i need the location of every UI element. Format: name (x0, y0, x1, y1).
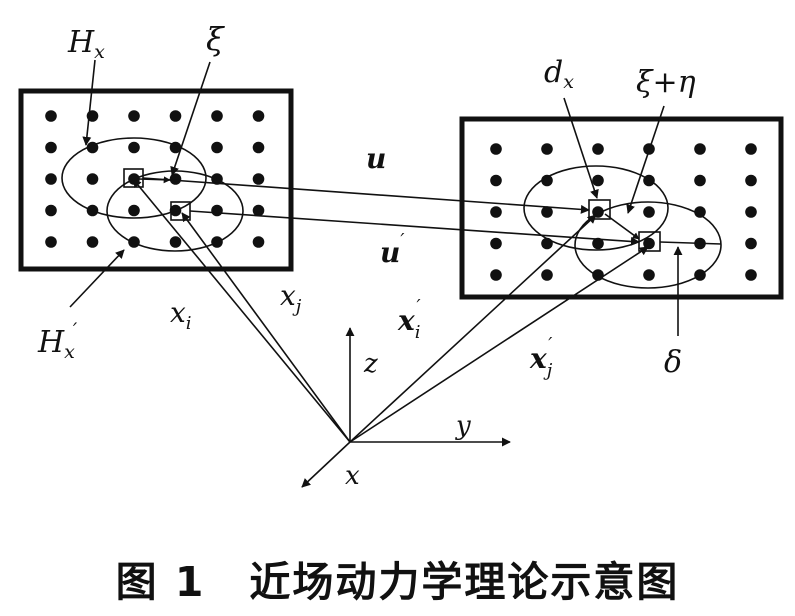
label-axis-y: y (455, 411, 471, 441)
material-point (128, 204, 140, 217)
label-u-prime: u′ (380, 230, 404, 269)
material-point (128, 141, 140, 154)
material-point (745, 206, 757, 218)
pointer-Hx-prime (69, 249, 125, 308)
material-point (45, 173, 57, 185)
material-point (541, 269, 553, 281)
reference-body (18, 88, 294, 272)
deformed-horizon-2 (574, 201, 722, 289)
material-point (86, 236, 99, 248)
label-x-i: xi (170, 296, 192, 334)
label-x-j-prime: xj′ (529, 334, 553, 381)
pointer-Hx (82, 59, 96, 146)
figure-title: 近场动力学理论示意图 (249, 558, 680, 606)
label-x-j: xj (280, 279, 302, 317)
deformed-particles (490, 143, 757, 281)
displacement-u-prime-arrow (189, 210, 640, 246)
label-axis-x: x (345, 461, 360, 491)
label-Hx: Hx (67, 25, 105, 63)
coordinate-axes (301, 327, 511, 488)
pointer-xi (170, 61, 211, 176)
material-point (745, 237, 757, 250)
material-point (252, 110, 265, 122)
material-point (211, 204, 223, 217)
horizon-Hx (61, 137, 207, 219)
deformed-body (459, 116, 784, 300)
bond-xi-eta (604, 213, 640, 240)
figure-number: 图 1 (115, 558, 206, 606)
material-point (45, 236, 57, 248)
label-x-i-prime: xi′ (397, 296, 421, 343)
material-point (694, 206, 706, 218)
material-point (252, 236, 265, 248)
deformed-body-frame (459, 116, 784, 300)
material-point (169, 173, 182, 185)
label-dx: dx (544, 55, 574, 93)
label-xi-plus-eta: ξ+η (636, 65, 696, 100)
deformed-horizon-1 (523, 165, 669, 251)
material-point (745, 269, 757, 281)
material-point (694, 174, 706, 187)
material-point (694, 143, 706, 155)
material-point (541, 174, 553, 187)
label-delta: δ (664, 345, 682, 380)
position-xi-prime-arrow (349, 214, 597, 443)
position-xj-prime-arrow (349, 246, 649, 443)
material-point (45, 204, 57, 217)
material-point (643, 269, 655, 281)
x-axis (301, 441, 351, 488)
position-xj-arrow (181, 212, 351, 443)
reference-body-frame (18, 88, 294, 272)
material-point (490, 206, 502, 218)
label-u: u (366, 142, 386, 175)
label-xi: ξ (206, 20, 225, 58)
material-point (45, 110, 57, 122)
material-point (45, 141, 57, 154)
material-point (211, 110, 223, 122)
position-xi-arrow (132, 178, 351, 443)
material-point (252, 141, 265, 154)
pointer-xi-eta (626, 105, 665, 214)
material-point (643, 206, 655, 218)
label-Hx-prime: Hx′ (37, 319, 78, 363)
horizon-radius-delta (659, 241, 722, 245)
material-point (86, 173, 99, 185)
material-point (252, 173, 265, 185)
material-point (745, 174, 757, 187)
material-point (592, 237, 604, 250)
material-point (490, 143, 502, 155)
material-point (128, 110, 140, 122)
material-point (592, 174, 604, 187)
material-point (169, 110, 182, 122)
material-point (643, 237, 655, 250)
material-point (490, 237, 502, 250)
material-point (592, 143, 604, 155)
material-point (252, 204, 265, 217)
label-axis-z: z (363, 349, 378, 379)
pointer-dx (563, 97, 599, 199)
material-point (169, 236, 182, 248)
displacement-u-arrow (142, 177, 590, 214)
material-point (128, 236, 140, 248)
material-point (541, 206, 553, 218)
figure-caption: 图 1 近场动力学理论示意图 (0, 548, 795, 608)
peridynamics-diagram: Hx ξ Hx′ xi xj u u′ xi′ xj′ dx ξ+η δ z y… (18, 20, 784, 491)
material-point (211, 141, 223, 154)
material-point (745, 143, 757, 155)
material-point (541, 143, 553, 155)
material-point (490, 174, 502, 187)
material-point (490, 269, 502, 281)
